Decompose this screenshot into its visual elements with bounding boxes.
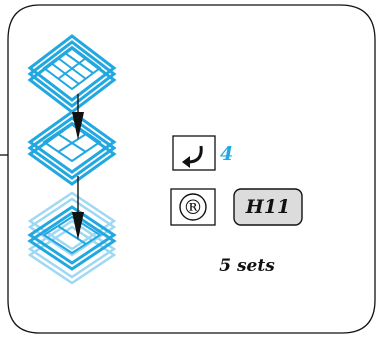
part-code: H11 bbox=[245, 196, 291, 218]
step-count: 4 bbox=[220, 143, 234, 165]
repeat-circle bbox=[179, 193, 207, 221]
down-arrow-icon bbox=[72, 176, 84, 240]
quantity-label: 5 sets bbox=[219, 256, 275, 276]
square-frame-icon bbox=[27, 110, 117, 186]
square-frame-icon bbox=[27, 34, 117, 114]
repeat-symbol: ® bbox=[183, 195, 203, 219]
step-box bbox=[172, 135, 216, 171]
repeat-box bbox=[170, 188, 216, 226]
down-arrow-icon bbox=[72, 94, 84, 140]
return-arrow-icon bbox=[182, 145, 203, 168]
part-badge bbox=[233, 188, 303, 226]
panel-border bbox=[7, 4, 376, 334]
square-frame-icon bbox=[27, 191, 117, 285]
